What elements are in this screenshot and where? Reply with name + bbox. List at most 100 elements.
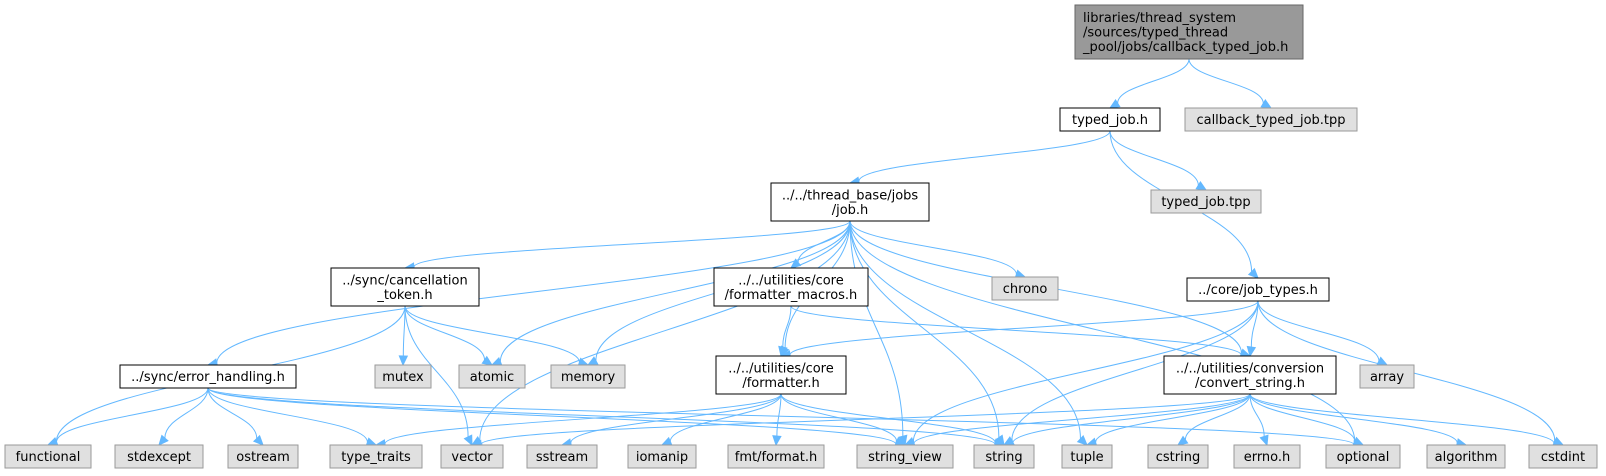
node-tuple[interactable]: tuple bbox=[1061, 444, 1113, 469]
node-cancel[interactable]: ../sync/cancellation_token.h bbox=[330, 267, 480, 307]
node-stdexcept-label-line: stdexcept bbox=[127, 450, 191, 465]
node-errno[interactable]: errno.h bbox=[1233, 444, 1301, 469]
dependency-edge-job_h-to-tuple bbox=[849, 220, 1088, 446]
dependency-edge-job_types-to-array bbox=[1257, 300, 1389, 366]
node-typed-job[interactable]: typed_job.h bbox=[1059, 107, 1161, 132]
node-optional[interactable]: optional bbox=[1325, 444, 1401, 469]
dependency-edge-convert-to-vector bbox=[470, 393, 1251, 450]
node-string[interactable]: string bbox=[973, 444, 1035, 469]
node-job-h[interactable]: ../../thread_base/jobs/job.h bbox=[770, 182, 930, 222]
node-err[interactable]: ../sync/error_handling.h bbox=[119, 364, 297, 389]
node-chrono-label-line: chrono bbox=[1003, 282, 1048, 297]
node-root[interactable]: libraries/thread_system/sources/typed_th… bbox=[1074, 4, 1304, 60]
node-vector-label-line: vector bbox=[451, 450, 493, 465]
node-cb-tpp[interactable]: callback_typed_job.tpp bbox=[1184, 107, 1358, 132]
node-memory-label-line: memory bbox=[561, 370, 616, 385]
dependency-edge-err-to-string_view bbox=[207, 387, 907, 449]
node-sstream-label-line: sstream bbox=[536, 450, 588, 465]
node-err-label-line: ../sync/error_handling.h bbox=[131, 370, 285, 385]
node-cstring-label-line: cstring bbox=[1156, 450, 1200, 465]
dependency-edge-convert-to-tuple bbox=[1085, 393, 1251, 447]
node-ostream-label-line: ostream bbox=[236, 450, 290, 465]
node-array-label-line: array bbox=[1370, 370, 1404, 385]
node-string-view[interactable]: string_view bbox=[856, 444, 954, 469]
node-job-types-label-line: ../core/job_types.h bbox=[1198, 283, 1318, 298]
node-string-label-line: string bbox=[985, 450, 1022, 465]
dependency-edge-job_h-to-fmt_macros bbox=[790, 220, 851, 269]
node-cancel-label-line: _token.h bbox=[376, 288, 432, 303]
node-job-h-label-line: ../../thread_base/jobs bbox=[782, 188, 919, 203]
node-iomanip[interactable]: iomanip bbox=[627, 444, 697, 469]
node-root-label-line: /sources/typed_thread bbox=[1083, 26, 1228, 41]
node-type-traits-label-line: type_traits bbox=[341, 450, 411, 465]
dependency-edge-cancel-to-vector bbox=[404, 305, 473, 447]
dependency-edge-root-to-cb_tpp bbox=[1188, 58, 1273, 109]
node-string-view-label-line: string_view bbox=[868, 450, 942, 465]
node-cstdint[interactable]: cstdint bbox=[1528, 444, 1598, 469]
dependency-edge-typed_job-to-job_h bbox=[848, 130, 1111, 186]
node-fmt-macros[interactable]: ../../utilities/core/formatter_macros.h bbox=[713, 267, 869, 307]
dependency-edge-job_h-to-chrono bbox=[849, 220, 1027, 279]
dependency-edge-root-to-typed_job bbox=[1108, 58, 1190, 109]
node-mutex[interactable]: mutex bbox=[374, 364, 432, 389]
dependency-edge-cancel-to-mutex bbox=[398, 305, 409, 367]
node-convert-label-line: ../../utilities/conversion bbox=[1176, 361, 1324, 376]
node-convert[interactable]: ../../utilities/conversion/convert_strin… bbox=[1163, 355, 1337, 395]
node-tuple-label-line: tuple bbox=[1070, 450, 1103, 465]
node-algorithm[interactable]: algorithm bbox=[1426, 444, 1506, 469]
dependency-edge-job_h-to-string_view bbox=[849, 220, 908, 447]
node-cstring[interactable]: cstring bbox=[1147, 444, 1209, 469]
dependency-edge-job_h-to-cancel bbox=[403, 220, 851, 272]
node-root-label-line: libraries/thread_system bbox=[1083, 11, 1236, 26]
node-formatter-label-line: /formatter.h bbox=[742, 376, 819, 391]
node-errno-label-line: errno.h bbox=[1244, 450, 1291, 465]
dependency-edge-job_types-to-formatter bbox=[779, 300, 1259, 360]
node-cb-tpp-label-line: callback_typed_job.tpp bbox=[1196, 113, 1345, 128]
dependency-edge-convert-to-cstdint bbox=[1249, 393, 1565, 449]
node-typed-job-label-line: typed_job.h bbox=[1072, 113, 1148, 128]
node-cstdint-label-line: cstdint bbox=[1541, 450, 1585, 465]
node-memory[interactable]: memory bbox=[550, 364, 626, 389]
dependency-edge-cancel-to-memory bbox=[404, 305, 590, 367]
node-atomic[interactable]: atomic bbox=[458, 364, 526, 389]
dependency-edge-err-to-optional bbox=[207, 387, 1365, 450]
node-sstream[interactable]: sstream bbox=[526, 444, 598, 469]
dependency-edge-err-to-type_traits bbox=[207, 387, 378, 447]
node-optional-label-line: optional bbox=[1337, 450, 1390, 465]
node-job-types[interactable]: ../core/job_types.h bbox=[1186, 277, 1330, 302]
dependency-edge-typed_job-to-typed_tpp bbox=[1109, 130, 1208, 191]
node-array[interactable]: array bbox=[1359, 364, 1415, 389]
dependency-edge-err-to-stdexcept bbox=[158, 387, 209, 446]
node-vector[interactable]: vector bbox=[440, 444, 504, 469]
node-functional-label-line: functional bbox=[16, 450, 81, 465]
node-job-h-label-line: /job.h bbox=[832, 203, 869, 218]
dependency-edge-job_h-to-string bbox=[849, 220, 1005, 447]
node-mutex-label-line: mutex bbox=[382, 370, 424, 385]
node-fmt-macros-label-line: /formatter_macros.h bbox=[725, 288, 858, 303]
node-typed-tpp-label-line: typed_job.tpp bbox=[1161, 195, 1250, 210]
node-ostream[interactable]: ostream bbox=[227, 444, 299, 469]
node-fmt-format-label-line: fmt/format.h bbox=[735, 450, 817, 465]
node-fmt-macros-label-line: ../../utilities/core bbox=[738, 273, 843, 288]
node-formatter[interactable]: ../../utilities/core/formatter.h bbox=[715, 355, 847, 395]
dependency-edge-job_types-to-convert bbox=[1246, 300, 1259, 358]
node-algorithm-label-line: algorithm bbox=[1435, 450, 1498, 465]
node-chrono[interactable]: chrono bbox=[991, 276, 1059, 301]
dependency-edge-formatter-to-sstream bbox=[560, 393, 782, 448]
dependency-edge-convert-to-cstring bbox=[1176, 393, 1251, 446]
dependency-edge-job_h-to-optional bbox=[849, 220, 1365, 446]
node-typed-tpp[interactable]: typed_job.tpp bbox=[1150, 189, 1262, 214]
node-root-label-line: _pool/jobs/callback_typed_job.h bbox=[1082, 40, 1288, 55]
node-atomic-label-line: atomic bbox=[470, 370, 514, 385]
dependency-edge-convert-to-errno bbox=[1249, 393, 1269, 447]
node-type-traits[interactable]: type_traits bbox=[329, 444, 423, 469]
dependency-nodes: libraries/thread_system/sources/typed_th… bbox=[4, 4, 1598, 469]
node-formatter-label-line: ../../utilities/core bbox=[728, 361, 833, 376]
node-fmt-format[interactable]: fmt/format.h bbox=[727, 444, 825, 469]
node-stdexcept[interactable]: stdexcept bbox=[114, 444, 204, 469]
node-iomanip-label-line: iomanip bbox=[636, 450, 688, 465]
node-functional[interactable]: functional bbox=[4, 444, 92, 469]
dependency-edge-fmt_macros-to-formatter bbox=[778, 305, 792, 358]
dependency-edge-err-to-functional bbox=[46, 387, 209, 447]
